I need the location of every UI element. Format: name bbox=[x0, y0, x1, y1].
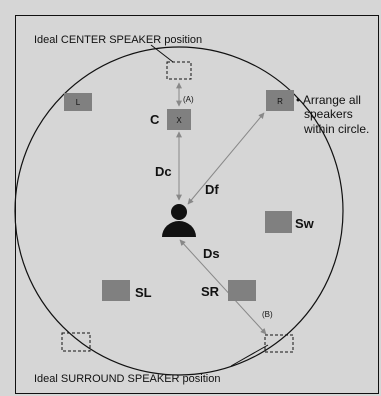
arrange-note-line2: speakers bbox=[304, 107, 353, 121]
distance-surround-label: Ds bbox=[203, 246, 220, 261]
marker-a: (A) bbox=[183, 95, 194, 104]
ideal-surround-leader bbox=[230, 344, 269, 367]
surround-right-label: SR bbox=[201, 284, 220, 299]
center-label: C bbox=[150, 112, 160, 127]
listener-head bbox=[171, 204, 187, 220]
listener-body bbox=[162, 221, 196, 237]
speaker-right-label: R bbox=[277, 97, 283, 106]
distance-front-arrow bbox=[187, 112, 265, 205]
subwoofer-label: Sw bbox=[295, 216, 315, 231]
speaker-surround-right bbox=[228, 280, 256, 301]
distance-surround-arrow bbox=[179, 239, 267, 335]
marker-b: (B) bbox=[262, 310, 273, 319]
arrange-note-line3: within circle. bbox=[303, 122, 369, 136]
ideal-surround-left-box bbox=[61, 332, 91, 352]
ideal-center-box bbox=[166, 61, 192, 80]
speaker-left-label: L bbox=[76, 98, 81, 107]
speaker-surround-left bbox=[102, 280, 130, 301]
ideal-center-label: Ideal CENTER SPEAKER position bbox=[34, 34, 202, 46]
ideal-center-leader bbox=[150, 44, 174, 63]
ideal-surround-right-box bbox=[264, 334, 294, 353]
diagram-frame bbox=[15, 15, 379, 394]
distance-front-label: Df bbox=[205, 182, 219, 197]
speaker-center-mark: X bbox=[176, 116, 182, 125]
ideal-surround-label: Ideal SURROUND SPEAKER position bbox=[34, 373, 220, 385]
arrange-note-line1: • Arrange all bbox=[296, 93, 361, 107]
distance-center-label: Dc bbox=[155, 164, 172, 179]
speaker-left bbox=[64, 93, 92, 111]
speaker-subwoofer bbox=[265, 211, 292, 233]
speaker-right bbox=[266, 90, 294, 111]
speaker-center bbox=[167, 109, 191, 130]
surround-left-label: SL bbox=[135, 285, 152, 300]
listening-circle bbox=[14, 46, 344, 376]
